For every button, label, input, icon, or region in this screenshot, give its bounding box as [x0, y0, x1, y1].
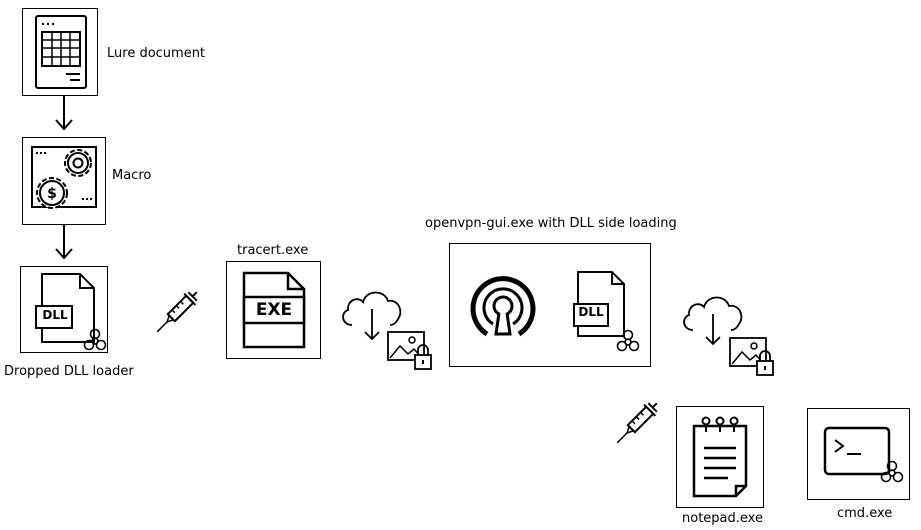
cmd-box [807, 408, 910, 500]
locked-image-icon [729, 337, 774, 376]
openvpn-logo-icon [470, 276, 536, 337]
spreadsheet-document-icon [35, 15, 87, 89]
biohazard-icon [616, 329, 640, 352]
svg-text:$: $ [47, 186, 57, 202]
openvpn-box: DLL [449, 243, 651, 367]
notepad-box [676, 406, 764, 508]
cloud-download-icon [683, 296, 743, 346]
macro-label: Macro [112, 168, 152, 183]
cmd-label: cmd.exe [837, 506, 893, 521]
exe-file-icon [242, 271, 306, 349]
terminal-icon [823, 426, 891, 476]
dll-badge-text: DLL [578, 305, 604, 319]
notepad-label: notepad.exe [682, 511, 763, 526]
notepad-icon [692, 416, 748, 498]
syringe-icon [156, 291, 198, 333]
lure-document-label: Lure document [107, 46, 206, 61]
gears-icon: $ [31, 146, 97, 209]
dropped-dll-loader-box: DLL [20, 266, 108, 353]
exe-badge-text: EXE [255, 300, 293, 320]
biohazard-icon [880, 460, 904, 483]
syringe-icon [616, 402, 658, 444]
dll-file-icon [573, 271, 625, 337]
lure-document-box [22, 8, 98, 96]
dropped-dll-loader-label: Dropped DLL loader [4, 364, 134, 379]
openvpn-label: openvpn-gui.exe with DLL side loading [425, 216, 677, 231]
tracert-label: tracert.exe [237, 243, 309, 258]
macro-box: $ [22, 137, 106, 225]
arrow-down-icon [55, 96, 73, 131]
biohazard-icon [83, 328, 107, 351]
dll-badge-text: DLL [42, 308, 68, 322]
dll-file-icon [35, 273, 95, 343]
locked-image-icon [387, 331, 432, 370]
arrow-down-icon [55, 225, 73, 260]
cloud-download-icon [342, 291, 402, 341]
tracert-box: EXE [226, 261, 321, 359]
